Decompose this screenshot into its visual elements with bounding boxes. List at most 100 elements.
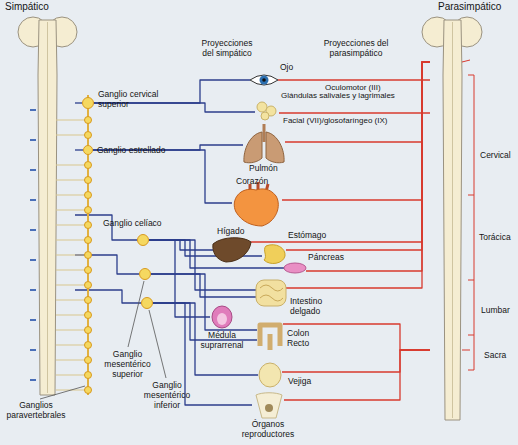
parasympathetic-nerve <box>286 62 430 250</box>
node-label: Parasimpático <box>438 2 518 12</box>
segment-marks <box>30 110 36 380</box>
chain-bead <box>85 132 92 139</box>
chain-bead <box>85 117 92 124</box>
spinal-cord-node: Parasimpático <box>430 20 475 420</box>
leader-line <box>40 386 85 399</box>
node-label: Estómago <box>288 230 338 240</box>
trachea-icon <box>263 124 266 142</box>
organ-node: Pulmón <box>243 124 285 162</box>
node-label: Médula suprarrenal <box>196 330 248 350</box>
parasympathetic-nerve <box>278 79 430 80</box>
eye-pupil <box>262 78 266 82</box>
intestine-icon <box>256 280 286 306</box>
lung-icon <box>266 132 284 163</box>
leader-line <box>149 310 166 378</box>
organ-node: Ojo <box>250 72 278 88</box>
node-label: Ganglio mesentérico inferior <box>137 380 197 410</box>
organ-node: Colon Recto <box>257 320 283 348</box>
node-label: Órganos reproductores <box>228 419 308 439</box>
parasympathetic-nerve <box>284 350 430 400</box>
chain-bead <box>85 162 92 169</box>
gonad-icon <box>265 404 273 412</box>
intestine-coils <box>260 285 283 301</box>
region-label: Torácica <box>479 232 518 242</box>
colon-icon <box>260 325 280 350</box>
ganglion-node: Ganglio estrellado <box>83 145 93 155</box>
node-label: Colon Recto <box>287 328 327 348</box>
node-label: Simpático <box>5 2 75 12</box>
node-label: Intestino delgado <box>290 296 342 316</box>
part-label: Ganglios paravertebrales <box>2 400 70 420</box>
node-label: Pulmón <box>249 163 299 173</box>
spinal-cord <box>38 20 57 395</box>
parasympathetic-nerve <box>282 62 430 200</box>
node-label: Ganglio estrellado <box>97 145 177 155</box>
node-label: Hígado <box>217 226 257 236</box>
cord-midline <box>452 22 453 418</box>
adrenal-icon <box>212 306 232 328</box>
parasympathetic-nerve <box>279 112 430 113</box>
organ-node: Vejiga <box>258 362 282 388</box>
node-label: Ganglio mesentérico superior <box>95 349 160 379</box>
sympathetic-nerve <box>93 150 232 203</box>
outflow-mark <box>462 60 470 350</box>
nerve-label: Oculomotor (III) <box>325 83 381 93</box>
node-label: Páncreas <box>308 252 358 262</box>
region-bracket <box>468 75 474 370</box>
organ-node: Hígado <box>213 238 251 262</box>
chain-bead <box>85 372 92 379</box>
parasympathetic-nerve <box>283 324 430 350</box>
organ-node: Órganos reproductores <box>252 392 284 418</box>
organ-node: Páncreas <box>284 262 306 274</box>
organ-node: Médula suprarrenal <box>210 306 234 328</box>
organ-node: Intestino delgado <box>256 280 286 306</box>
chain-bead <box>85 237 92 244</box>
sympathetic-chain <box>87 95 89 395</box>
chain-bead <box>85 177 92 184</box>
sympathetic-nerve <box>151 274 257 330</box>
stomach-icon <box>264 245 285 264</box>
parasympathetic-nerve <box>251 62 430 242</box>
node-label: Ojo <box>280 62 310 72</box>
chain-bead <box>85 327 92 334</box>
parasympathetic-nerve <box>285 62 430 142</box>
liver-icon <box>213 238 251 262</box>
bladder-icon <box>259 363 281 387</box>
nerve-label: Facial (VII)/glosofaríngeo (IX) <box>283 116 387 126</box>
chain-bead <box>85 297 92 304</box>
sympathetic-nerve <box>75 290 141 303</box>
column-heading: Proyecciones del parasimpático <box>318 38 394 58</box>
organ-node: Corazón <box>232 188 282 226</box>
sympathetic-nerve <box>75 255 139 274</box>
node-label: Corazón <box>236 176 286 186</box>
spinal-cord <box>443 20 462 420</box>
sympathetic-nerve <box>75 102 82 103</box>
ganglion-node: Ganglio cervical superior <box>82 97 94 109</box>
node-label: Ganglio celíaco <box>103 218 178 228</box>
sympathetic-nerve <box>75 149 83 150</box>
chain-bead <box>85 282 92 289</box>
gland-icon <box>257 102 267 112</box>
chain-bead <box>85 207 92 214</box>
node-label: Glándulas salivales y lagrimales <box>281 91 431 101</box>
organ-node: Estómago <box>262 244 286 264</box>
sympathetic-nerve <box>149 240 213 250</box>
ganglion-node: Ganglio celíaco <box>137 234 149 246</box>
ganglion-node: Ganglio mesentérico superior <box>139 268 151 280</box>
chain-bead <box>85 222 92 229</box>
chain-bead <box>85 312 92 319</box>
gland-icon <box>261 112 269 120</box>
eye-icon <box>250 75 278 85</box>
column-heading: Proyecciones del simpático <box>196 38 258 58</box>
organ-node: Glándulas salivales y lagrimales <box>255 100 279 120</box>
eye-iris <box>260 76 269 85</box>
sympathetic-nerve <box>153 303 257 340</box>
node-label: Vejiga <box>288 376 328 386</box>
chain-bead <box>85 357 92 364</box>
chain-bead <box>85 387 92 394</box>
parasympathetic-nerve <box>282 350 430 372</box>
sympathetic-nerve <box>151 274 256 297</box>
sympathetic-nerve <box>149 240 210 317</box>
leader-line <box>128 281 144 347</box>
